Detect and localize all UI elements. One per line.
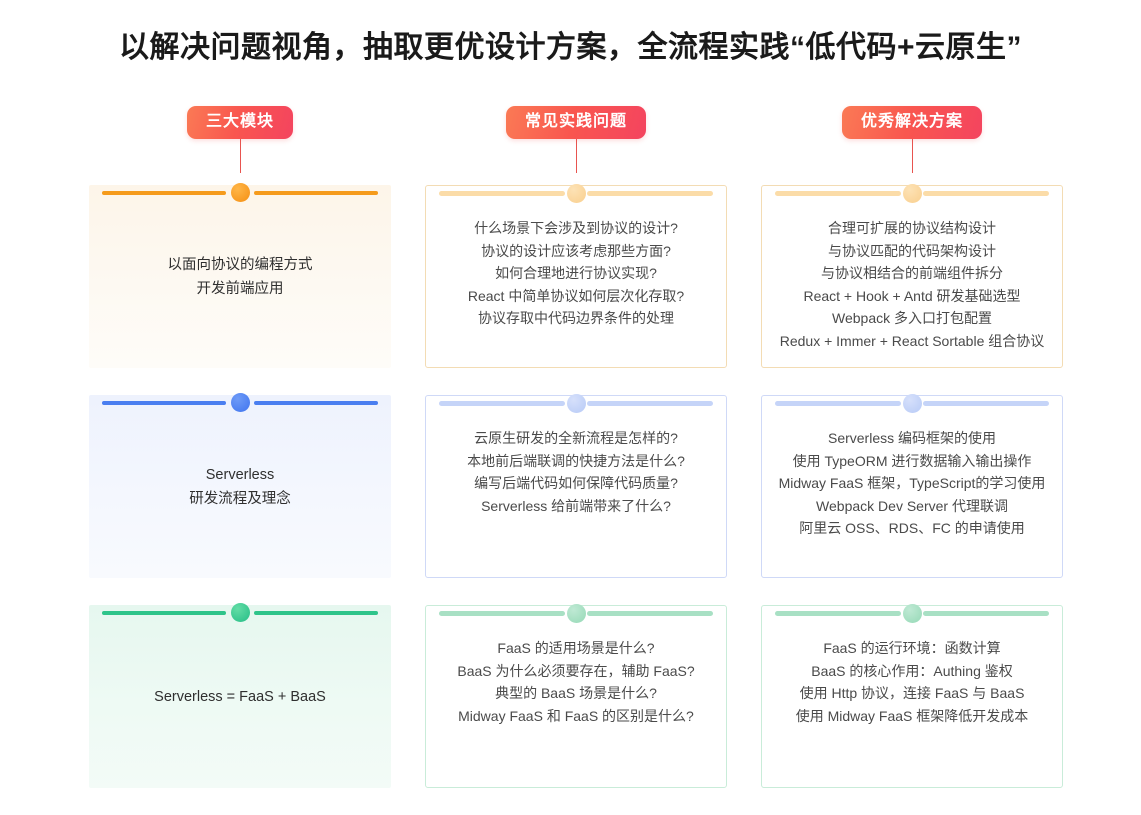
accent-bar-right — [923, 191, 1049, 196]
card-solutions-row2[interactable]: Serverless 编码框架的使用使用 TypeORM 进行数据输入输出操作 M… — [761, 394, 1063, 578]
card-line: Serverless — [205, 466, 275, 483]
card-summary-row1[interactable]: 以面向协议的编程方式开发前端应用 — [89, 183, 391, 368]
card-line: 与协议匹配的代码架构设计 — [828, 242, 996, 259]
page-title: 以解决问题视角，抽取更优设计方案，全流程实践“低代码+云原生” — [118, 31, 1023, 64]
accent-dot-icon — [902, 184, 922, 203]
card-line: Serverless = FaaS + BaaS — [154, 688, 326, 705]
card-accent-bar — [426, 184, 726, 204]
accent-bar-left — [439, 401, 565, 406]
accent-bar-right — [587, 611, 713, 616]
card-line: 典型的 BaaS 场景是什么? — [495, 685, 657, 701]
accent-dot-icon — [566, 604, 586, 623]
card-line: 编写后端代码如何保障代码质量? — [474, 475, 678, 491]
connector-line — [911, 139, 913, 173]
card-accent-bar — [762, 184, 1062, 204]
content-grid: 以面向协议的编程方式开发前端应用 什么场景下会涉及到协议的设计? 协议的设计应该考虑… — [0, 183, 1141, 815]
card-line: React 中简单协议如何层次化存取? — [467, 287, 685, 304]
card-line: BaaS 为什么必须要存在，辅助 FaaS? — [457, 662, 695, 679]
card-body: FaaS 的适用场景是什么? BaaS 为什么必须要存在，辅助 FaaS? 典型的 … — [426, 637, 726, 727]
card-body: Serverless 研发流程及理念 — [89, 395, 391, 578]
card-line: 研发流程及理念 — [189, 490, 291, 507]
card-body: 什么场景下会涉及到协议的设计? 协议的设计应该考虑那些方面? 如何合理地进行协议实现… — [426, 217, 726, 330]
column-header-pill[interactable]: 三大模块 — [186, 106, 293, 139]
accent-dot-icon — [902, 604, 922, 623]
card-line: 协议存取中代码边界条件的处理 — [478, 310, 674, 326]
card-accent-bar — [762, 394, 1062, 414]
content-row: Serverless 研发流程及理念 云原生研发的全新流程是怎样的? 本地前后端联调的… — [0, 393, 1141, 605]
card-line: 使用 Http 协议，连接 FaaS 与 BaaS — [799, 685, 1025, 701]
card-line: 开发前端应用 — [196, 280, 284, 297]
accent-bar-right — [923, 611, 1049, 616]
card-line: Serverless 编码框架的使用 — [827, 430, 997, 446]
card-body: 云原生研发的全新流程是怎样的? 本地前后端联调的快捷方法是什么? 编写后端代码如何保… — [426, 427, 726, 517]
card-problems-row3[interactable]: FaaS 的适用场景是什么? BaaS 为什么必须要存在，辅助 FaaS? 典型的 … — [425, 604, 727, 788]
column-header-pill[interactable]: 常见实践问题 — [505, 106, 646, 139]
card-line: 与协议相结合的前端组件拆分 — [821, 265, 1003, 281]
card-line: Midway FaaS 框架，TypeScript的学习使用 — [778, 475, 1046, 491]
card-line: 合理可扩展的协议结构设计 — [828, 220, 996, 236]
card-line: 以面向协议的编程方式 — [167, 256, 313, 273]
card-line: 阿里云 OSS、RDS、FC 的申请使用 — [799, 520, 1025, 536]
accent-dot-icon — [566, 394, 586, 413]
column-headers: 三大模块 常见实践问题 优秀解决方案 — [0, 106, 1141, 186]
column-header-problems: 常见实践问题 — [425, 106, 727, 173]
card-problems-row1[interactable]: 什么场景下会涉及到协议的设计? 协议的设计应该考虑那些方面? 如何合理地进行协议实现… — [425, 184, 727, 368]
content-row: Serverless = FaaS + BaaS FaaS 的适用场景是什么? Ba… — [0, 603, 1141, 815]
card-line: 如何合理地进行协议实现? — [495, 265, 657, 281]
accent-bar-left — [439, 611, 565, 616]
card-summary-row3[interactable]: Serverless = FaaS + BaaS — [89, 603, 391, 788]
accent-bar-left — [775, 401, 901, 406]
card-line: FaaS 的运行环境：函数计算 — [823, 640, 1001, 656]
card-problems-row2[interactable]: 云原生研发的全新流程是怎样的? 本地前后端联调的快捷方法是什么? 编写后端代码如何保… — [425, 394, 727, 578]
card-summary-row2[interactable]: Serverless 研发流程及理念 — [89, 393, 391, 578]
accent-dot-icon — [566, 184, 586, 203]
card-solutions-row1[interactable]: 合理可扩展的协议结构设计与协议匹配的代码架构设计与协议相结合的前端组件拆分 Rea… — [761, 184, 1063, 368]
connector-line — [239, 139, 241, 173]
card-line: Midway FaaS 和 FaaS 的区别是什么? — [458, 707, 694, 724]
connector-line — [575, 139, 577, 173]
card-line: 什么场景下会涉及到协议的设计? — [474, 220, 678, 236]
card-line: FaaS 的适用场景是什么? — [497, 640, 655, 656]
accent-bar-right — [587, 191, 713, 196]
card-line: 本地前后端联调的快捷方法是什么? — [467, 452, 685, 469]
card-body: 合理可扩展的协议结构设计与协议匹配的代码架构设计与协议相结合的前端组件拆分 Rea… — [762, 217, 1062, 352]
card-line: Webpack Dev Server 代理联调 — [816, 497, 1008, 514]
column-header-solutions: 优秀解决方案 — [761, 106, 1063, 173]
accent-bar-left — [775, 191, 901, 196]
card-body: Serverless 编码框架的使用使用 TypeORM 进行数据输入输出操作 M… — [762, 427, 1062, 540]
card-accent-bar — [426, 604, 726, 624]
card-line: 使用 Midway FaaS 框架降低开发成本 — [795, 707, 1029, 724]
column-header-modules: 三大模块 — [89, 106, 391, 173]
card-line: Webpack 多入口打包配置 — [832, 310, 992, 326]
card-line: Redux + Immer + React Sortable 组合协议 — [779, 332, 1045, 349]
accent-bar-left — [775, 611, 901, 616]
card-accent-bar — [426, 394, 726, 414]
card-body: FaaS 的运行环境：函数计算 BaaS 的核心作用：Authing 鉴权使用 H… — [762, 637, 1062, 727]
accent-bar-left — [439, 191, 565, 196]
card-solutions-row3[interactable]: FaaS 的运行环境：函数计算 BaaS 的核心作用：Authing 鉴权使用 H… — [761, 604, 1063, 788]
accent-dot-icon — [902, 394, 922, 413]
accent-bar-right — [587, 401, 713, 406]
column-header-pill[interactable]: 优秀解决方案 — [841, 106, 982, 139]
card-line: BaaS 的核心作用：Authing 鉴权 — [811, 662, 1013, 679]
card-line: Serverless 给前端带来了什么? — [481, 497, 671, 514]
card-line: React + Hook + Antd 研发基础选型 — [803, 287, 1021, 304]
content-row: 以面向协议的编程方式开发前端应用 什么场景下会涉及到协议的设计? 协议的设计应该考虑… — [0, 183, 1141, 395]
card-line: 使用 TypeORM 进行数据输入输出操作 — [792, 452, 1032, 469]
card-body: Serverless = FaaS + BaaS — [89, 605, 391, 788]
card-accent-bar — [762, 604, 1062, 624]
card-line: 云原生研发的全新流程是怎样的? — [474, 430, 678, 446]
card-line: 协议的设计应该考虑那些方面? — [481, 242, 671, 259]
accent-bar-right — [923, 401, 1049, 406]
card-body: 以面向协议的编程方式开发前端应用 — [89, 185, 391, 368]
